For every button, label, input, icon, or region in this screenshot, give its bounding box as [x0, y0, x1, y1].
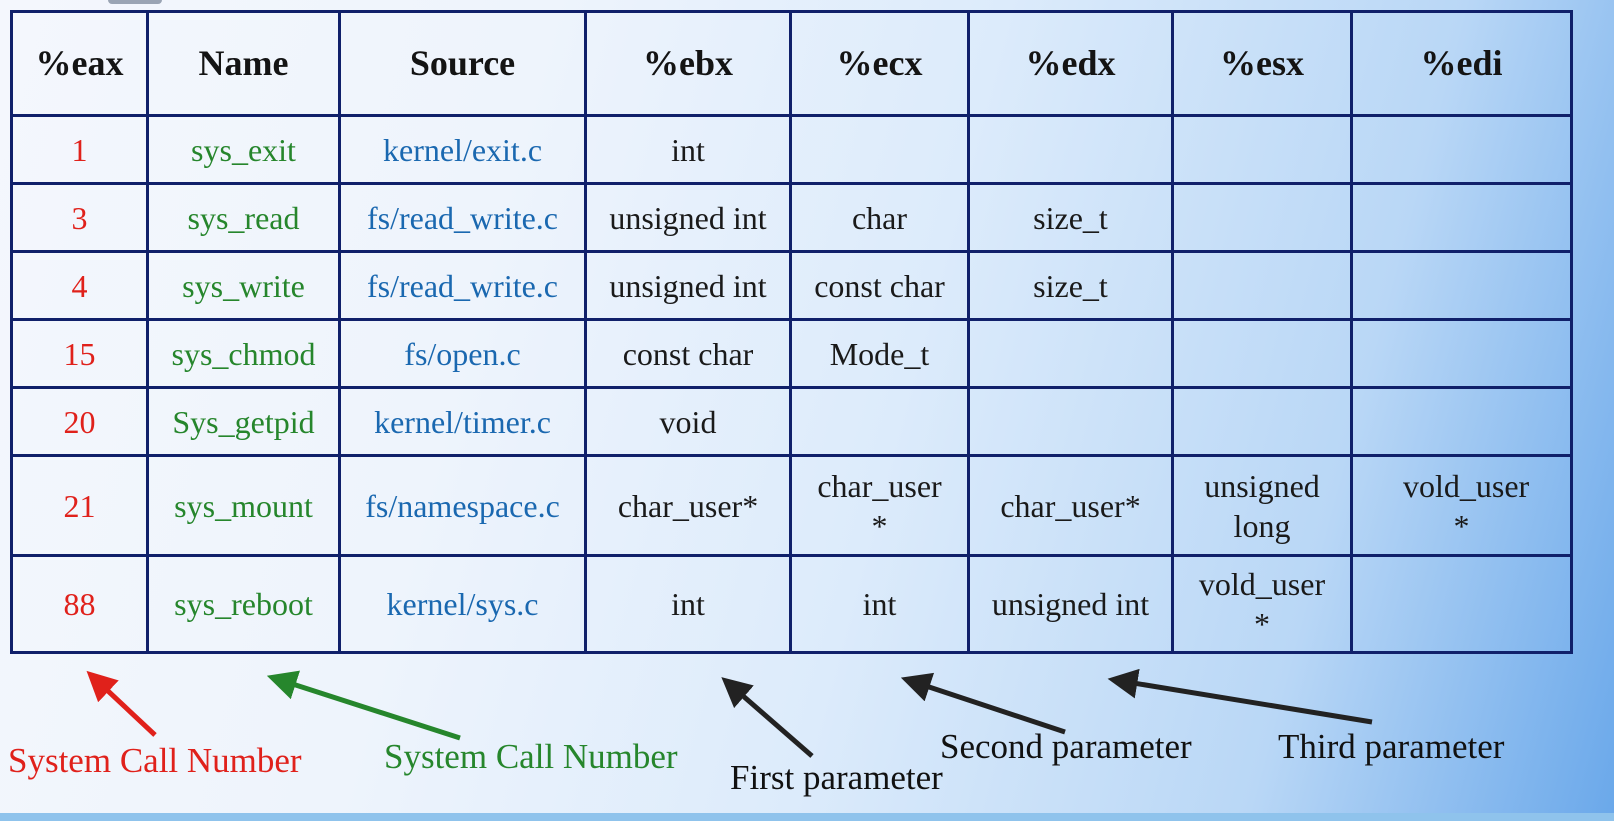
cell-ebx: unsigned int [584, 250, 792, 321]
header-edx: %edx [967, 10, 1174, 117]
slide-bottom-bar [0, 813, 1614, 821]
table-row: 21 sys_mount fs/namespace.c char_user* c… [10, 454, 1573, 557]
cell-source: fs/open.c [338, 318, 587, 389]
table-row: 3 sys_read fs/read_write.c unsigned int … [10, 182, 1573, 253]
cell-source: fs/read_write.c [338, 250, 587, 321]
table-row: 4 sys_write fs/read_write.c unsigned int… [10, 250, 1573, 321]
cell-ecx [789, 114, 970, 185]
cell-name: sys_mount [146, 454, 341, 557]
cell-source: fs/namespace.c [338, 454, 587, 557]
cell-eax: 20 [10, 386, 149, 457]
cell-ecx: char_user * [789, 454, 970, 557]
header-edi: %edi [1350, 10, 1573, 117]
table-row: 15 sys_chmod fs/open.c const char Mode_t [10, 318, 1573, 389]
table-row: 20 Sys_getpid kernel/timer.c void [10, 386, 1573, 457]
cell-source: fs/read_write.c [338, 182, 587, 253]
cell-eax: 3 [10, 182, 149, 253]
syscall-table: %eax Name Source %ebx %ecx %edx %esx %ed… [10, 10, 1573, 654]
cell-edx [967, 114, 1174, 185]
cell-edx: size_t [967, 182, 1174, 253]
table-row: 88 sys_reboot kernel/sys.c int int unsig… [10, 554, 1573, 654]
cell-edx [967, 318, 1174, 389]
arrow-name [266, 670, 461, 741]
header-source: Source [338, 10, 587, 117]
cell-eax: 21 [10, 454, 149, 557]
cell-ecx: int [789, 554, 970, 654]
arrow-eax [86, 670, 157, 737]
cell-ecx: const char [789, 250, 970, 321]
table-header-row: %eax Name Source %ebx %ecx %edx %esx %ed… [10, 10, 1573, 117]
cell-ebx: int [584, 554, 792, 654]
cell-edx: char_user* [967, 454, 1174, 557]
cell-edx: unsigned int [967, 554, 1174, 654]
cell-ecx: Mode_t [789, 318, 970, 389]
edx-annotation-label: Third parameter [1278, 727, 1505, 766]
cell-source: kernel/timer.c [338, 386, 587, 457]
cell-name: sys_exit [146, 114, 341, 185]
cell-edx [967, 386, 1174, 457]
header-ebx: %ebx [584, 10, 792, 117]
header-ecx: %ecx [789, 10, 970, 117]
cell-name: sys_read [146, 182, 341, 253]
arrow-ecx [900, 672, 1066, 735]
cell-esx: unsigned long [1171, 454, 1353, 557]
cell-edi [1350, 386, 1573, 457]
cell-source: kernel/exit.c [338, 114, 587, 185]
cell-ebx: void [584, 386, 792, 457]
ebx-annotation-label: First parameter [730, 758, 943, 797]
cell-esx [1171, 386, 1353, 457]
eax-annotation-label: System Call Number [8, 741, 302, 780]
header-esx: %esx [1171, 10, 1353, 117]
cell-ecx [789, 386, 970, 457]
cell-name: sys_write [146, 250, 341, 321]
cell-eax: 88 [10, 554, 149, 654]
cell-esx: vold_user * [1171, 554, 1353, 654]
cell-edi [1350, 182, 1573, 253]
cell-ebx: unsigned int [584, 182, 792, 253]
cell-ebx: const char [584, 318, 792, 389]
slide-corner-tab [108, 0, 162, 4]
cell-esx [1171, 182, 1353, 253]
header-eax: %eax [10, 10, 149, 117]
cell-edi [1350, 114, 1573, 185]
cell-edi [1350, 250, 1573, 321]
cell-eax: 1 [10, 114, 149, 185]
ecx-annotation-label: Second parameter [940, 727, 1192, 766]
header-name: Name [146, 10, 341, 117]
cell-ecx: char [789, 182, 970, 253]
table-row: 1 sys_exit kernel/exit.c int [10, 114, 1573, 185]
cell-edi [1350, 554, 1573, 654]
arrow-edx [1107, 668, 1373, 725]
cell-eax: 15 [10, 318, 149, 389]
cell-name: sys_reboot [146, 554, 341, 654]
cell-name: sys_chmod [146, 318, 341, 389]
cell-ebx: int [584, 114, 792, 185]
cell-esx [1171, 250, 1353, 321]
cell-name: Sys_getpid [146, 386, 341, 457]
cell-ebx: char_user* [584, 454, 792, 557]
name-annotation-label: System Call Number [384, 737, 678, 776]
cell-esx [1171, 114, 1353, 185]
cell-edx: size_t [967, 250, 1174, 321]
cell-eax: 4 [10, 250, 149, 321]
cell-source: kernel/sys.c [338, 554, 587, 654]
cell-edi [1350, 318, 1573, 389]
cell-edi: vold_user * [1350, 454, 1573, 557]
cell-esx [1171, 318, 1353, 389]
arrow-ebx [721, 677, 814, 758]
